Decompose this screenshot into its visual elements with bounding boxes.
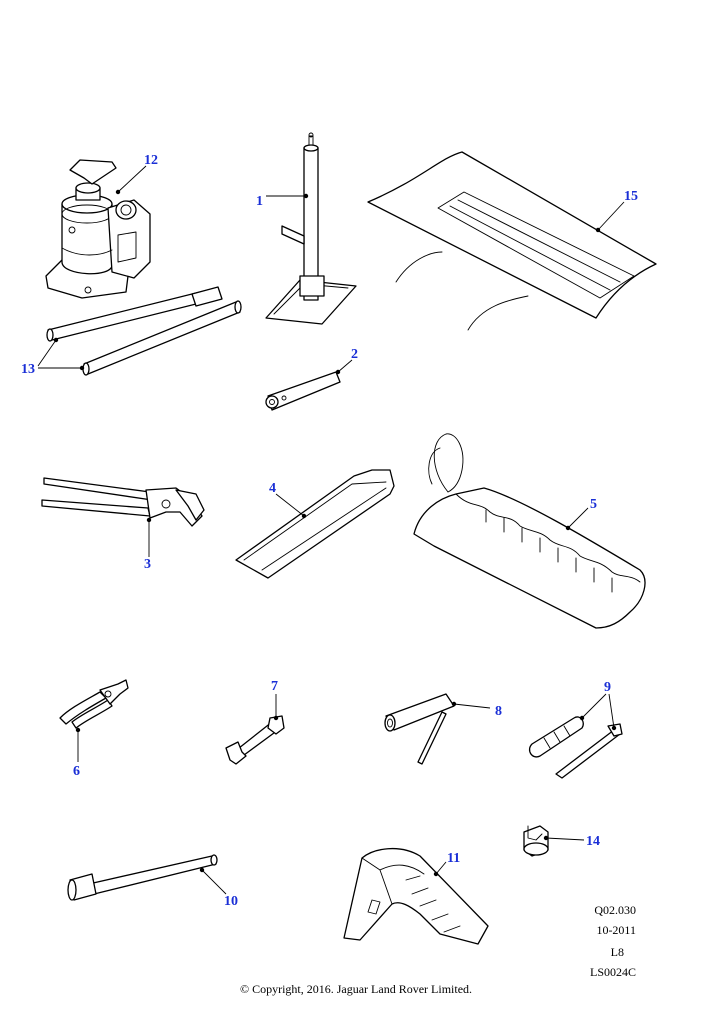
callout-10[interactable]: 10 xyxy=(224,894,238,909)
reference-model: L8 xyxy=(611,945,624,959)
callout-3[interactable]: 3 xyxy=(144,557,151,572)
callout-15[interactable]: 15 xyxy=(624,189,638,204)
spanner-illustration xyxy=(265,371,341,411)
open-spanner-illustration xyxy=(225,715,285,765)
leader-lines xyxy=(37,165,625,895)
callout-8[interactable]: 8 xyxy=(495,704,502,719)
tool-roll-bag-illustration xyxy=(413,433,646,629)
callout-9[interactable]: 9 xyxy=(604,680,611,695)
screwdriver-illustration xyxy=(528,716,623,779)
reference-code: Q02.030 xyxy=(594,903,636,917)
wheel-nut-wrench-illustration xyxy=(67,854,218,901)
callout-5[interactable]: 5 xyxy=(590,497,597,512)
combination-pliers-illustration xyxy=(59,679,129,729)
reference-sheet: LS0024C xyxy=(590,965,636,979)
jack-handle-illustration xyxy=(46,286,242,376)
water-pump-pliers-illustration xyxy=(41,477,205,527)
callout-2[interactable]: 2 xyxy=(351,347,358,362)
cover-sheet-illustration xyxy=(367,151,657,331)
callout-11[interactable]: 11 xyxy=(447,851,460,866)
callout-13[interactable]: 13 xyxy=(21,362,35,377)
locking-nut-adaptor-illustration xyxy=(523,825,549,857)
callout-4[interactable]: 4 xyxy=(269,481,276,496)
box-spanner-illustration xyxy=(384,693,455,765)
callout-7[interactable]: 7 xyxy=(271,679,278,694)
jack-illustration xyxy=(45,159,151,299)
tool-roll-strap-illustration xyxy=(235,469,395,579)
reference-date: 10-2011 xyxy=(596,923,636,937)
callout-14[interactable]: 14 xyxy=(586,834,600,849)
callout-12[interactable]: 12 xyxy=(144,153,158,168)
copyright-notice: © Copyright, 2016. Jaguar Land Rover Lim… xyxy=(240,982,472,996)
wheel-brace-illustration xyxy=(265,132,357,325)
callout-1[interactable]: 1 xyxy=(256,194,263,209)
callout-6[interactable]: 6 xyxy=(73,764,80,779)
wheel-chock-illustration xyxy=(343,847,489,945)
